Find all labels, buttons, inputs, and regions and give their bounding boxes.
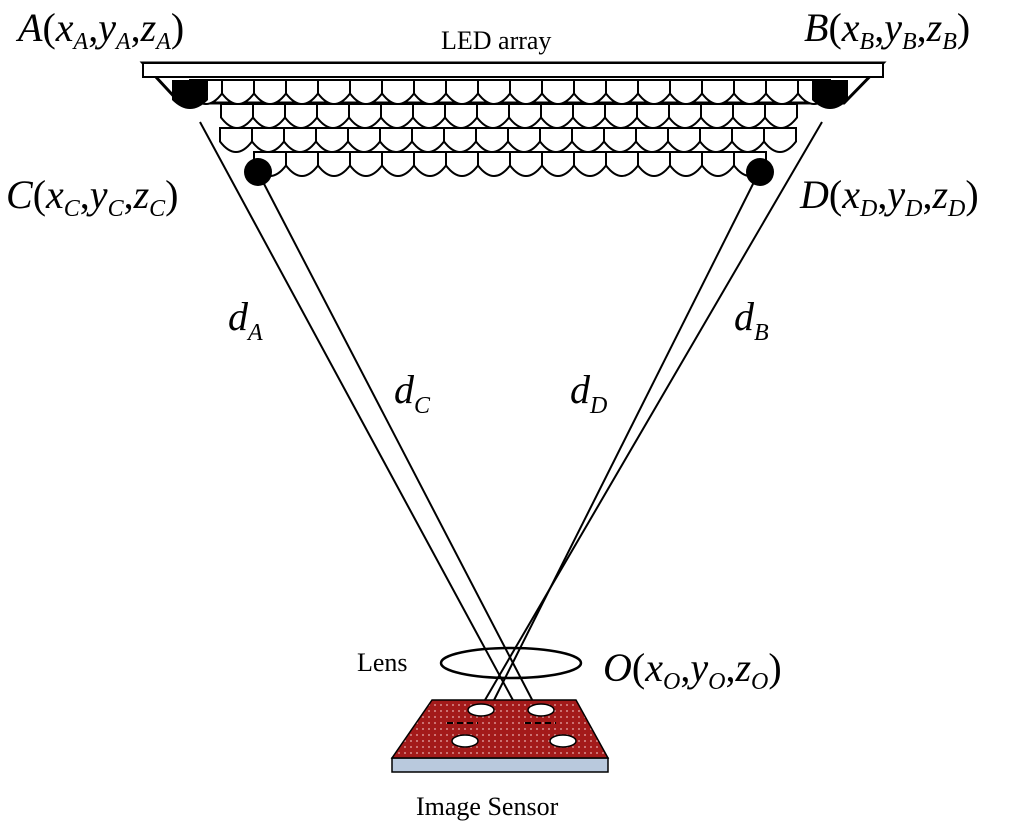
led-marker-c (244, 158, 272, 186)
image-sensor-label: Image Sensor (416, 792, 559, 821)
led-cell (636, 103, 670, 129)
led-cell (349, 151, 383, 177)
led-cell (540, 103, 574, 129)
led-cell (348, 103, 382, 129)
led-cell (411, 127, 445, 153)
led-cell (667, 127, 701, 153)
led-cell (700, 103, 734, 129)
led-cell (317, 151, 351, 177)
led-cell (604, 103, 638, 129)
led-cell (572, 103, 606, 129)
distance-a-label: dA (228, 294, 263, 346)
led-cell (508, 103, 542, 129)
led-cell (635, 127, 669, 153)
sensor-base (391, 757, 609, 773)
sensor-spot-2 (527, 703, 555, 717)
led-cell (764, 103, 798, 129)
led-cell (283, 127, 317, 153)
led-cell (573, 151, 607, 177)
led-cell (413, 151, 447, 177)
led-cell (477, 151, 511, 177)
sensor-spot-4 (549, 734, 577, 748)
sensor-surface (390, 699, 610, 759)
led-cell (571, 127, 605, 153)
distance-b-label: dB (734, 294, 769, 346)
led-cell (507, 127, 541, 153)
point-c-label: C(xC,yC,zC) (6, 172, 179, 222)
led-cell (219, 127, 253, 153)
led-cell (444, 103, 478, 129)
led-cell (252, 103, 286, 129)
led-cell (475, 127, 509, 153)
led-cell (605, 151, 639, 177)
led-cell (732, 103, 766, 129)
led-cell (443, 127, 477, 153)
lens-label: Lens (357, 648, 408, 677)
led-cell (763, 127, 797, 153)
sensor-spot-1 (467, 703, 495, 717)
led-cell (284, 103, 318, 129)
led-cell (251, 127, 285, 153)
led-cell (316, 103, 350, 129)
lens-shape (439, 646, 583, 680)
led-cell (445, 151, 479, 177)
led-array-label: LED array (441, 26, 552, 55)
point-d-label: D(xD,yD,zD) (800, 172, 979, 222)
ray-a (199, 121, 522, 716)
ray-b (477, 121, 823, 713)
led-cell (603, 127, 637, 153)
led-marker-d (746, 158, 774, 186)
sensor-spot-3 (451, 734, 479, 748)
led-marker-b (812, 80, 848, 109)
led-cell (315, 127, 349, 153)
distance-c-label: dC (394, 367, 431, 419)
led-cell (637, 151, 671, 177)
point-o-label: O(xO,yO,zO) (603, 645, 782, 695)
ray-d (473, 179, 756, 741)
led-cell (347, 127, 381, 153)
led-array-top-bar (142, 62, 884, 78)
led-cell (509, 151, 543, 177)
led-cell (381, 151, 415, 177)
distance-d-label: dD (570, 367, 608, 419)
point-a-label: A(xA,yA,zA) (18, 5, 185, 55)
led-cell (701, 151, 735, 177)
led-cell (541, 151, 575, 177)
ray-c (261, 179, 541, 716)
led-cell (668, 103, 702, 129)
led-cell (476, 103, 510, 129)
led-cell (731, 127, 765, 153)
point-b-label: B(xB,yB,zB) (804, 5, 971, 55)
led-cell (220, 103, 254, 129)
led-cell (379, 127, 413, 153)
led-cell (380, 103, 414, 129)
led-marker-a (172, 80, 208, 109)
led-cell (539, 127, 573, 153)
led-cell (285, 151, 319, 177)
led-grid (189, 79, 831, 177)
led-cell (412, 103, 446, 129)
led-cell (699, 127, 733, 153)
led-cell (669, 151, 703, 177)
